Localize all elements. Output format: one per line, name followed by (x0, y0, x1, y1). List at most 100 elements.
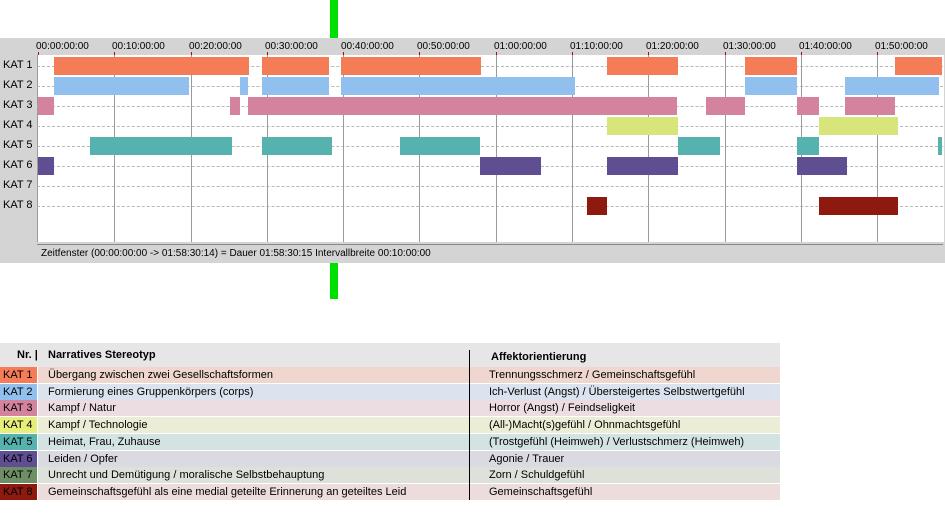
tick-label: 00:40:00:00 (341, 41, 394, 52)
segment-kat-5[interactable] (400, 137, 480, 155)
segment-kat-2[interactable] (262, 77, 329, 95)
segment-kat-3[interactable] (845, 97, 895, 115)
segment-kat-5[interactable] (90, 137, 232, 155)
tick-label: 00:50:00:00 (417, 41, 470, 52)
legend-row-background (38, 483, 780, 500)
kat-badge: KAT 8 (0, 483, 37, 500)
stereotype-text: Kampf / Technologie (48, 419, 148, 432)
kat-badge: KAT 3 (0, 400, 37, 417)
legend-row-kat-7: KAT 7 Unrecht und Demütigung / moralische… (0, 467, 780, 484)
legend-row-background (38, 400, 780, 417)
stereotype-text: Formierung eines Gruppenkörpers (corps) (48, 385, 254, 398)
row-label-8: KAT 8 (3, 199, 33, 211)
segment-kat-2[interactable] (54, 77, 189, 95)
segment-kat-5[interactable] (797, 137, 819, 155)
kat-badge: KAT 6 (0, 450, 37, 467)
tick-label: 01:00:00:00 (494, 41, 547, 52)
segment-kat-4[interactable] (819, 117, 898, 135)
row-label-2: KAT 2 (3, 79, 33, 91)
header-affekt: Affektorientierung (491, 351, 587, 363)
segment-kat-3[interactable] (38, 97, 54, 115)
row-label-3: KAT 3 (3, 99, 33, 111)
playhead-marker-bottom[interactable] (330, 263, 338, 299)
segment-kat-1[interactable] (607, 57, 678, 75)
tick-mark (114, 52, 115, 55)
grid-line (877, 55, 878, 242)
row-label-6: KAT 6 (3, 159, 33, 171)
affekt-text: Ich-Verlust (Angst) / Übersteigertes Sel… (489, 385, 745, 398)
stereotype-text: Heimat, Frau, Zuhause (48, 435, 161, 448)
affekt-text: (Trostgefühl (Heimweh) / Verlustschmerz … (489, 435, 745, 448)
kat-badge: KAT 7 (0, 467, 37, 484)
segment-kat-6[interactable] (38, 157, 54, 175)
segment-kat-4[interactable] (607, 117, 678, 135)
segment-kat-2[interactable] (240, 77, 248, 95)
grid-line (572, 55, 573, 242)
row-guide-line (37, 186, 943, 187)
affekt-text: Zorn / Schuldgefühl (489, 469, 585, 482)
affekt-text: Gemeinschaftsgefühl (489, 485, 593, 498)
segment-kat-6[interactable] (797, 157, 847, 175)
row-label-4: KAT 4 (3, 119, 33, 131)
segment-kat-3[interactable] (248, 97, 677, 115)
grid-line (496, 55, 497, 242)
row-guide-line (37, 206, 943, 207)
segment-kat-1[interactable] (341, 57, 481, 75)
segment-kat-3[interactable] (797, 97, 819, 115)
tick-mark (496, 52, 497, 55)
status-bar: Zeitfenster (00:00:00:00 -> 01:58:30:14)… (37, 244, 943, 261)
legend-row-kat-5: KAT 5 Heimat, Frau, Zuhause (Trostgefühl (… (0, 433, 780, 450)
tick-mark (343, 52, 344, 55)
kat-badge: KAT 5 (0, 433, 37, 450)
segment-kat-6[interactable] (480, 157, 541, 175)
segment-kat-1[interactable] (262, 57, 329, 75)
tick-label: 00:10:00:00 (112, 41, 165, 52)
segment-kat-3[interactable] (706, 97, 745, 115)
legend-row-background (38, 383, 780, 400)
legend-row-background (38, 467, 780, 484)
kat-badge: KAT 4 (0, 417, 37, 434)
segment-kat-1[interactable] (54, 57, 249, 75)
segment-kat-2[interactable] (745, 77, 797, 95)
segment-kat-1[interactable] (745, 57, 797, 75)
segment-kat-8[interactable] (819, 197, 898, 215)
timeline-panel: Zeitfenster (00:00:00:00 -> 01:58:30:14)… (0, 38, 945, 263)
segment-kat-6[interactable] (607, 157, 678, 175)
segment-kat-5[interactable] (262, 137, 332, 155)
grid-line (725, 55, 726, 242)
legend-header: Nr. | Narratives Stereotyp Affektorienti… (0, 343, 780, 367)
tick-label: 01:10:00:00 (570, 41, 623, 52)
header-stereotype: Narratives Stereotyp (48, 349, 156, 361)
row-label-5: KAT 5 (3, 139, 33, 151)
tick-mark (801, 52, 802, 55)
tick-mark (572, 52, 573, 55)
tick-label: 01:40:00:00 (799, 41, 852, 52)
kat-badge: KAT 1 (0, 367, 37, 383)
playhead-marker-top[interactable] (330, 0, 338, 38)
kat-badge: KAT 2 (0, 383, 37, 400)
segment-kat-5[interactable] (938, 137, 942, 155)
row-guide-line (37, 66, 943, 67)
tick-label: 00:00:00:00 (36, 41, 89, 52)
tick-mark (877, 52, 878, 55)
segment-kat-1[interactable] (895, 57, 942, 75)
affekt-text: Horror (Angst) / Feindseligkeit (489, 402, 636, 415)
segment-kat-2[interactable] (845, 77, 939, 95)
segment-kat-8[interactable] (587, 197, 607, 215)
affekt-text: Trennungsschmerz / Gemeinschaftsgefühl (489, 369, 696, 381)
segment-kat-3[interactable] (230, 97, 240, 115)
segment-kat-5[interactable] (678, 137, 720, 155)
stereotype-text: Leiden / Opfer (48, 452, 118, 465)
stereotype-text: Unrecht und Demütigung / moralische Selb… (48, 469, 325, 482)
legend-row-background (38, 417, 780, 434)
segment-kat-2[interactable] (341, 77, 575, 95)
legend-row-background (38, 367, 780, 383)
tick-mark (191, 52, 192, 55)
row-label-1: KAT 1 (3, 59, 33, 71)
legend-row-kat-2: KAT 2 Formierung eines Gruppenkörpers (co… (0, 383, 780, 400)
tick-mark (38, 52, 39, 55)
